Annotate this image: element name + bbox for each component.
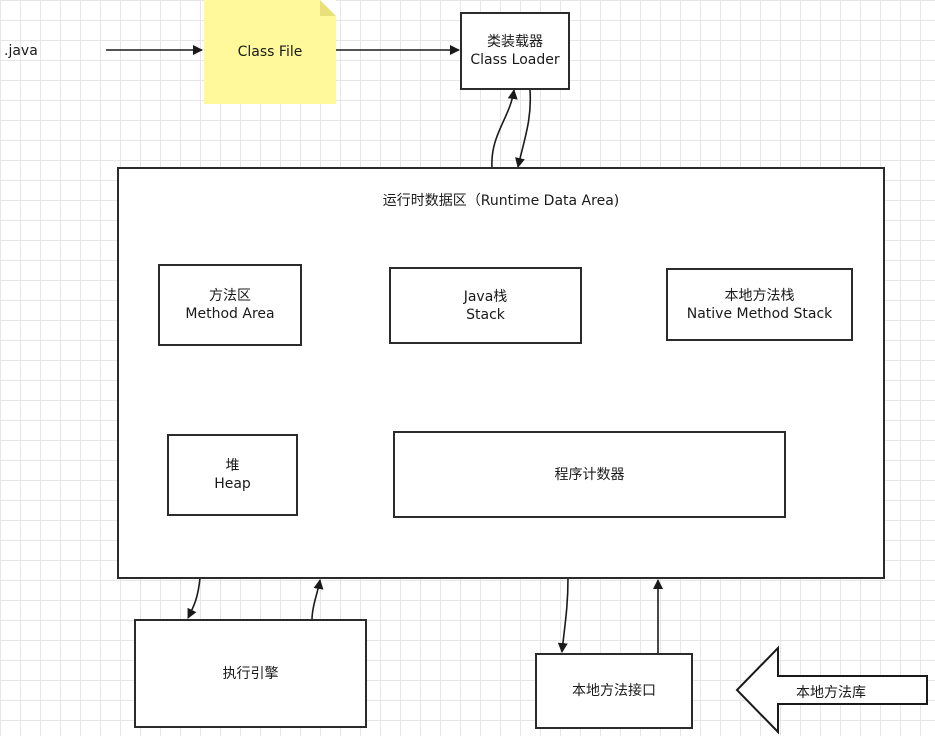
class-loader-zh-label: 类装载器 xyxy=(487,34,543,50)
note-fold-corner xyxy=(320,0,336,16)
native-interface-box[interactable]: 本地方法接口 xyxy=(535,653,693,729)
native-library-label: 本地方法库 xyxy=(796,685,866,701)
runtime-data-area-title: 运行时数据区（Runtime Data Area) xyxy=(382,193,620,209)
class-file-note[interactable]: Class File xyxy=(204,0,336,104)
heap-en-label: Heap xyxy=(214,476,251,492)
execution-engine-label: 执行引擎 xyxy=(222,665,279,682)
method-area-zh-label: 方法区 xyxy=(209,288,251,304)
native-method-stack-box[interactable]: 本地方法栈 Native Method Stack xyxy=(666,268,853,341)
program-counter-label: 程序计数器 xyxy=(554,466,625,483)
heap-box[interactable]: 堆 Heap xyxy=(167,434,298,516)
arrow-runtime-to-engine xyxy=(187,577,201,619)
java-stack-en-label: Stack xyxy=(466,306,505,323)
method-area-en-label: Method Area xyxy=(185,306,275,322)
java-source-label: .java xyxy=(4,43,38,59)
heap-zh-label: 堆 xyxy=(225,458,240,474)
class-loader-en-label: Class Loader xyxy=(470,52,560,68)
native-method-stack-zh-label: 本地方法栈 xyxy=(724,287,795,304)
java-stack-zh-label: Java栈 xyxy=(463,288,508,305)
java-stack-box[interactable]: Java栈 Stack xyxy=(389,267,582,344)
arrow-runtime-to-native-interface xyxy=(557,577,569,653)
native-method-stack-en-label: Native Method Stack xyxy=(686,305,833,322)
arrow-engine-to-runtime xyxy=(311,579,324,621)
class-loader-box[interactable]: 类装载器 Class Loader xyxy=(460,12,570,90)
method-area-box[interactable]: 方法区 Method Area xyxy=(158,264,302,346)
arrow-loader-to-runtime xyxy=(515,89,532,168)
native-interface-label: 本地方法接口 xyxy=(572,683,656,699)
native-library-block-arrow xyxy=(735,645,928,735)
arrow-runtime-to-loader xyxy=(491,89,518,169)
class-file-label: Class File xyxy=(237,44,303,60)
program-counter-box[interactable]: 程序计数器 xyxy=(393,431,786,518)
execution-engine-box[interactable]: 执行引擎 xyxy=(134,619,367,728)
